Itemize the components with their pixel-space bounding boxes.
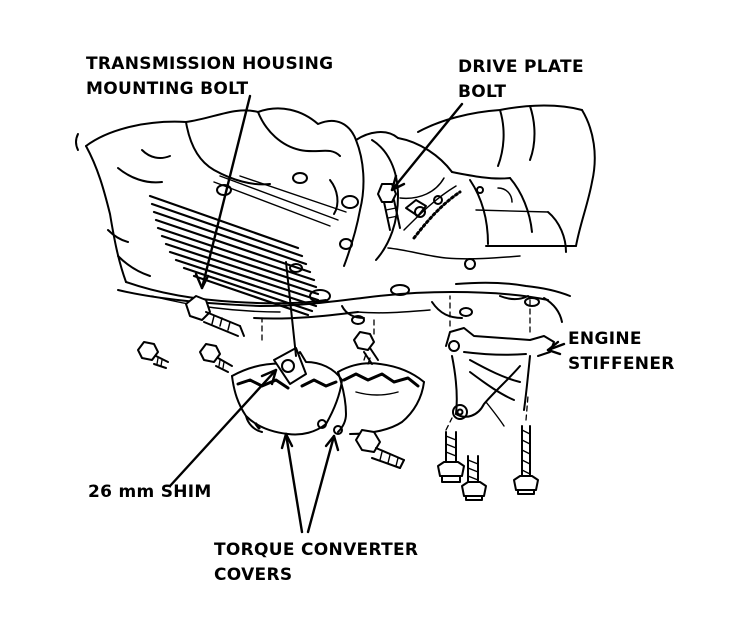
loose-bolt-2: [199, 343, 233, 373]
label-transmission-housing-bolt: TRANSMISSION HOUSING MOUNTING BOLT: [86, 52, 333, 102]
label-shim: 26 mm SHIM: [88, 480, 212, 505]
label-drive-plate-bolt: DRIVE PLATE BOLT: [458, 55, 584, 105]
label-line: TORQUE CONVERTER: [214, 540, 419, 560]
label-line: TRANSMISSION HOUSING: [86, 54, 334, 74]
label-line: DRIVE PLATE: [458, 57, 584, 77]
leader-lines: [168, 94, 566, 534]
assembly-guide-lines: [261, 295, 531, 431]
label-line: BOLT: [458, 82, 507, 102]
torque-converter-cover-left: [231, 347, 343, 436]
loose-bolt-1: [137, 341, 169, 369]
shim-reference-line: [285, 261, 297, 357]
stiffener-bolt-2: [461, 455, 487, 501]
cover-long-bolt: [355, 429, 405, 469]
label-line: COVERS: [214, 565, 293, 585]
label-line: STIFFENER: [568, 354, 675, 374]
torque-converter-cover-right: [333, 331, 425, 435]
stiffener-bolt-1: [437, 431, 465, 483]
label-engine-stiffener: ENGINE STIFFENER: [568, 327, 675, 377]
engine-stiffener: [445, 327, 555, 427]
label-line: 26 mm SHIM: [88, 482, 212, 502]
label-torque-converter-covers: TORQUE CONVERTER COVERS: [214, 538, 418, 588]
stiffener-bolt-3: [513, 425, 539, 495]
label-line: ENGINE: [568, 329, 642, 349]
engine-block: [75, 104, 596, 325]
transmission-mount-bolt: [185, 295, 245, 337]
label-line: MOUNTING BOLT: [86, 79, 249, 99]
